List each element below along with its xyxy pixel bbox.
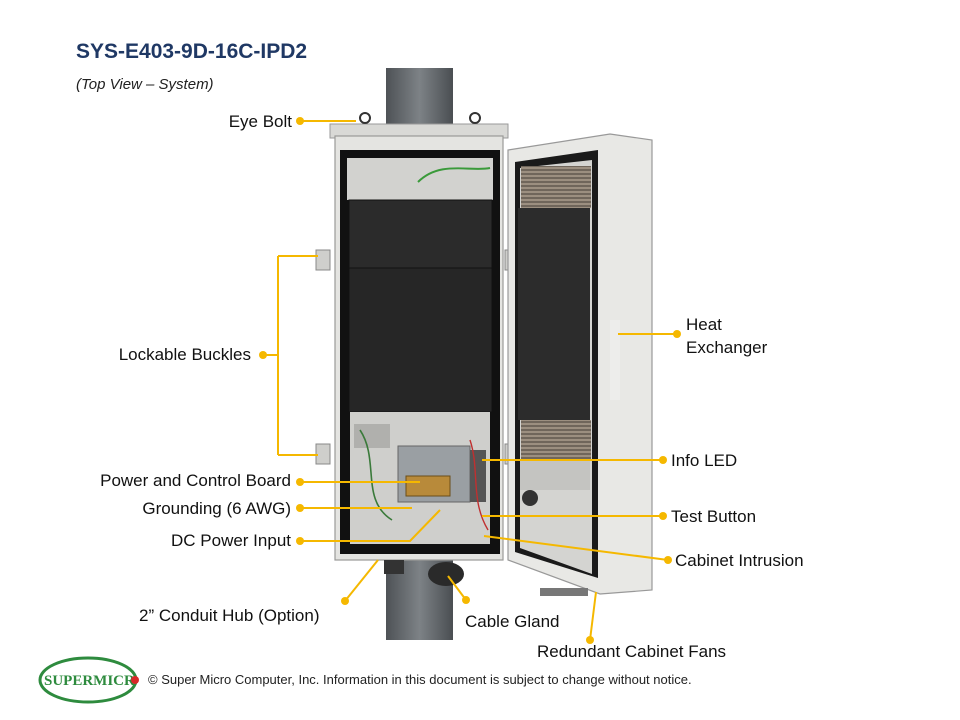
supermicro-logo: SUPERMICR	[38, 656, 139, 704]
heat-exchanger-panel	[518, 208, 590, 420]
heat-exchanger-mesh-top	[521, 166, 591, 208]
label-dc-power-input: DC Power Input	[171, 531, 291, 550]
callout-dots	[259, 117, 681, 644]
cabinet-door	[507, 133, 653, 596]
cabinet-body	[315, 112, 514, 586]
label-power-control-board: Power and Control Board	[100, 471, 291, 490]
label-info-led: Info LED	[671, 451, 738, 470]
label-heat-exchanger: Heat Exchanger	[686, 313, 767, 359]
ground-wire	[417, 167, 491, 183]
upper-module	[348, 199, 493, 269]
page-subtitle: (Top View – System)	[76, 76, 214, 93]
lower-module	[348, 267, 493, 413]
label-lockable-buckles: Lockable Buckles	[118, 345, 251, 364]
label-heat-exchanger-line2: Exchanger	[686, 338, 768, 357]
label-grounding: Grounding (6 AWG)	[142, 499, 291, 518]
label-redundant-fans: Redundant Cabinet Fans	[537, 642, 727, 661]
logo-text: SUPERMICR	[44, 673, 135, 689]
label-conduit-hub: 2” Conduit Hub (Option)	[139, 606, 320, 625]
label-heat-exchanger-line1: Heat	[686, 315, 722, 334]
label-cabinet-intrusion: Cabinet Intrusion	[675, 551, 804, 570]
heat-exchanger-mesh-bottom	[521, 420, 591, 460]
page-title: SYS-E403-9D-16C-IPD2	[76, 40, 308, 63]
callout-lines	[263, 120, 677, 641]
label-eye-bolt: Eye Bolt	[228, 112, 292, 131]
label-test-button: Test Button	[671, 507, 757, 526]
grounding-bar	[405, 475, 451, 497]
cable-gland	[428, 562, 464, 586]
eye-bolt-right	[469, 112, 481, 124]
label-cable-gland: Cable Gland	[465, 612, 560, 631]
copyright-notice: © Super Micro Computer, Inc. Information…	[148, 672, 692, 687]
eye-bolt-left	[359, 112, 371, 124]
